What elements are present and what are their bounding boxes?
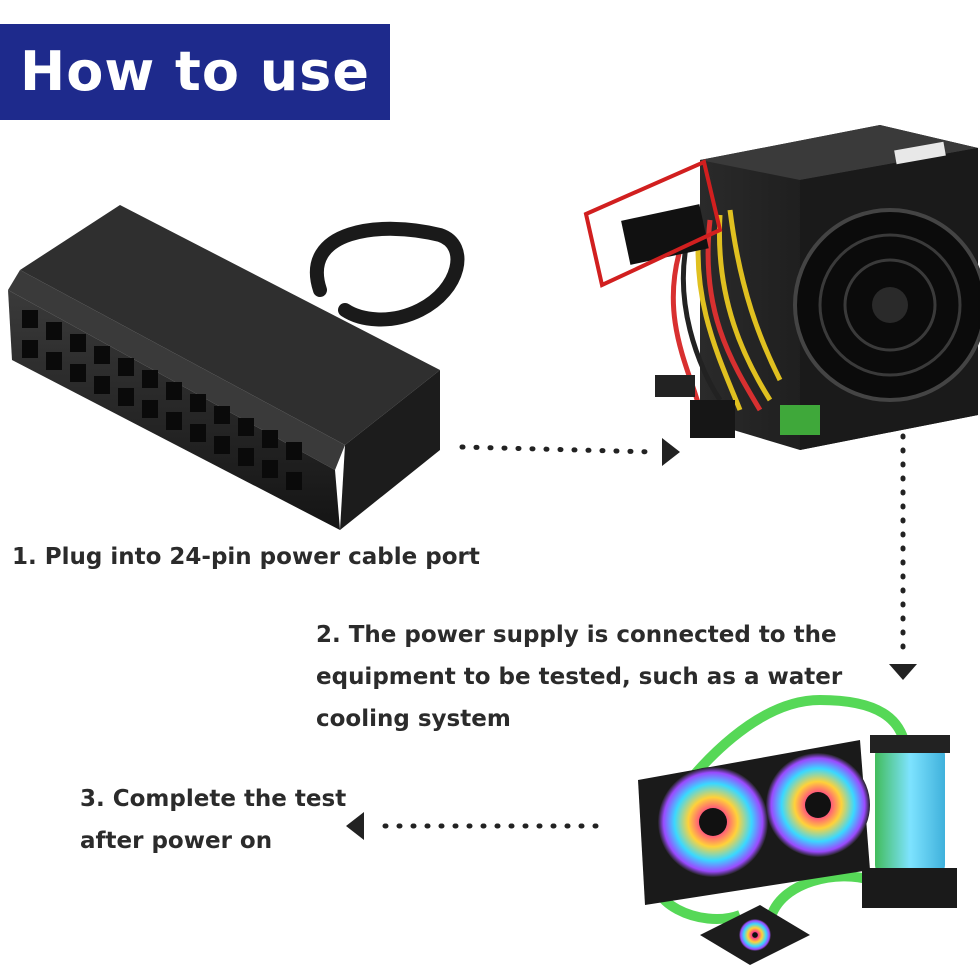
step-2-text: 2. The power supply is connected to the … (316, 622, 843, 732)
step-3-text: 3. Complete the test after power on (80, 786, 347, 854)
port-highlight-box (583, 159, 723, 288)
power-supply-image (621, 125, 980, 450)
arrow-cooling-to-result (346, 812, 599, 840)
title-banner: How to use (0, 24, 390, 120)
arrow-connector-to-psu (459, 438, 680, 466)
connector-24pin-image (8, 205, 465, 530)
water-cooling-image (638, 694, 957, 965)
page-title: How to use (20, 40, 370, 103)
step-1-text: 1. Plug into 24-pin power cable port (12, 544, 480, 570)
arrow-psu-to-cooling (889, 433, 917, 680)
